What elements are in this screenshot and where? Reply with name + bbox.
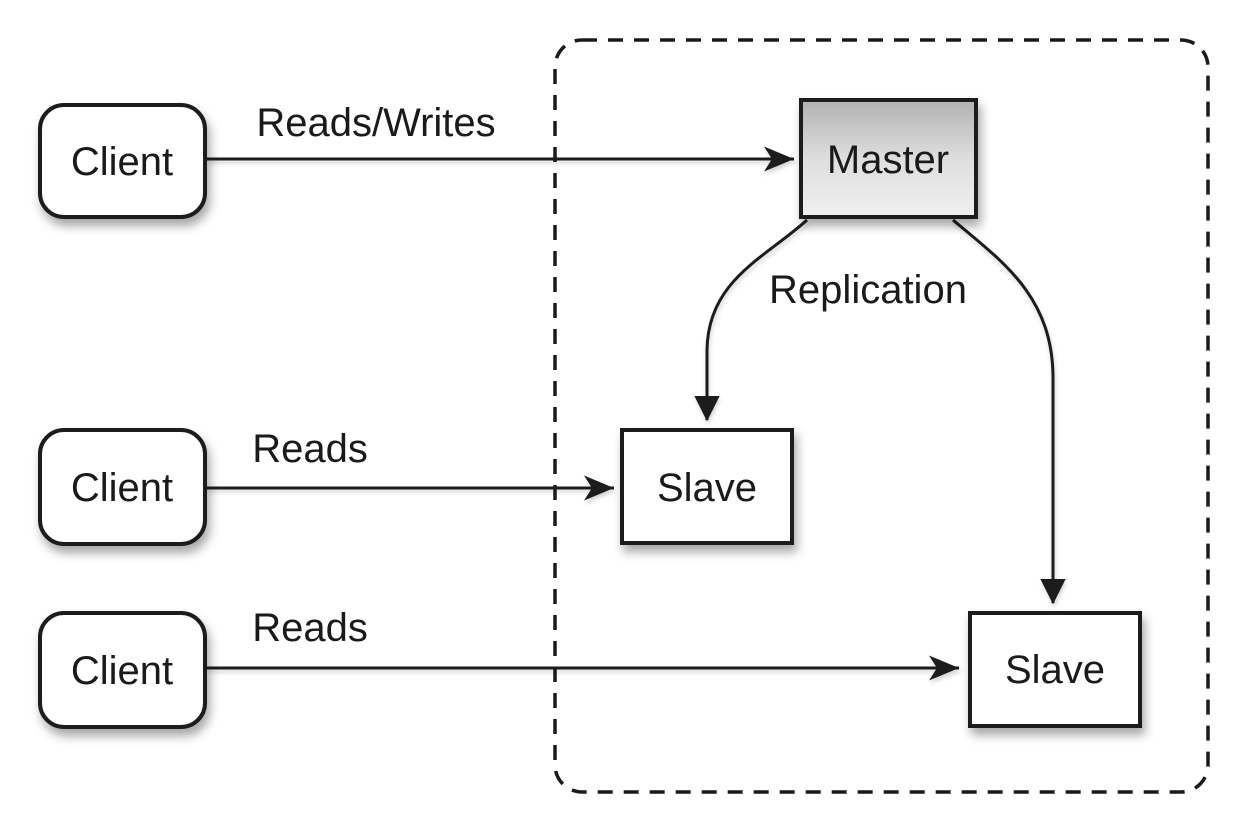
replication-cluster-dashed-border [553, 38, 1210, 794]
slave-label-2: Slave [1005, 648, 1105, 692]
edge-replication-arrow-right [952, 218, 1066, 605]
client-label-3: Client [71, 649, 173, 693]
slave-box-1 [620, 428, 794, 545]
client-box-3 [38, 611, 207, 729]
nodes-group [38, 98, 1142, 729]
edge-replication-arrow-left [694, 218, 809, 422]
edge-label-reads-writes: Reads/Writes [256, 101, 495, 145]
master-label: Master [827, 138, 949, 182]
slave-label-1: Slave [657, 466, 757, 510]
edge-label-replication: Replication [769, 268, 967, 312]
edges-group [207, 146, 1066, 681]
client-box-1 [38, 103, 207, 219]
client-label-2: Client [71, 466, 173, 510]
master-box [799, 98, 978, 219]
client-label-1: Client [71, 140, 173, 184]
slave-box-2 [968, 611, 1142, 728]
edge-label-reads-top: Reads [252, 427, 368, 471]
edge-label-reads-bottom: Reads [252, 606, 368, 650]
client-box-2 [38, 428, 207, 546]
